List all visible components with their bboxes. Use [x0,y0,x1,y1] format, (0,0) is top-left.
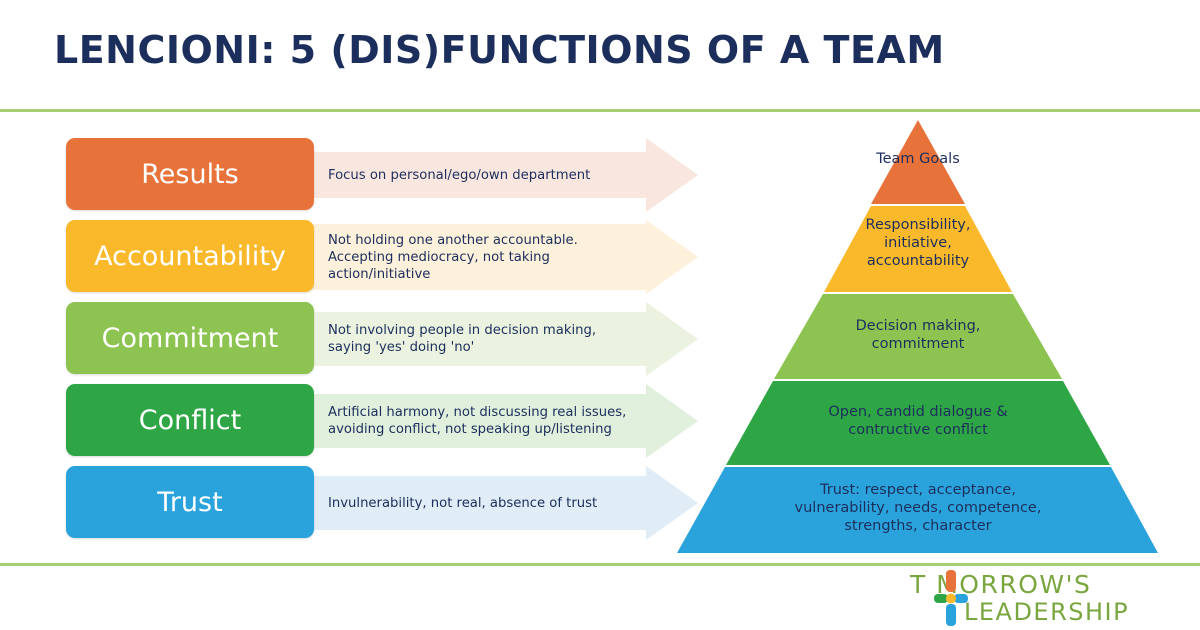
arrow-accountability [306,220,698,294]
pyramid-tier-candid-dialogue [726,381,1110,465]
level-row-results: Focus on personal/ego/own department Res… [66,138,698,212]
pyramid-text-candid-dialogue: Open, candid dialogue & contructive conf… [828,404,1008,438]
top-divider [0,109,1200,112]
pyramid-tier-decision-making [774,294,1062,379]
arrow-shape-commitment [306,302,698,376]
logo-line-2: LEADERSHIP [964,598,1130,626]
arrow-shape-results [306,138,698,212]
arrow-shape-conflict [306,384,698,458]
level-row-commitment: Not involving people in decision making,… [66,302,698,376]
pyramid-text-trust: Trust: respect, acceptance, vulnerabilit… [794,482,1042,534]
arrow-commitment [306,302,698,376]
pyramid-tier-trust [677,467,1158,553]
description-conflict: Artificial harmony, not discussing real … [328,405,627,437]
description-trust: Invulnerability, not real, absence of tr… [328,495,598,511]
arrow-shape-accountability [306,220,698,294]
bottom-divider [0,563,1200,566]
pyramid-text-decision-making: Decision making, commitment [855,318,981,352]
level-row-accountability: Not holding one another accountable. Acc… [66,220,698,294]
description-results: Focus on personal/ego/own department [328,167,591,183]
pyramid-text-responsibility: Responsibility, initiative, accountabili… [865,217,971,269]
pyramid: Team Goals Responsibility, initiative, a… [670,112,1170,562]
page-title: LENCIONI: 5 (DIS)FUNCTIONS OF A TEAM [54,28,945,72]
label-trust: Trust [66,466,314,538]
level-row-conflict: Artificial harmony, not discussing real … [66,384,698,458]
arrow-shape-trust [306,466,698,540]
arrow-results [306,138,698,212]
arrow-trust [306,466,698,540]
tomorrows-leadership-logo: T MORROW'S LEADERSHIP [910,568,1190,628]
level-row-trust: Invulnerability, not real, absence of tr… [66,466,698,540]
label-conflict: Conflict [66,384,314,456]
description-accountability: Not holding one another accountable. Acc… [328,232,578,282]
description-commitment: Not involving people in decision making,… [328,323,597,355]
label-results: Results [66,138,314,210]
label-accountability: Accountability [66,220,314,292]
arrow-conflict [306,384,698,458]
pyramid-tier-team-goals [871,120,965,204]
label-commitment: Commitment [66,302,314,374]
pyramid-text-team-goals: Team Goals [876,151,960,167]
logo-cross-icon [934,570,968,626]
pyramid-tier-responsibility [824,206,1012,292]
